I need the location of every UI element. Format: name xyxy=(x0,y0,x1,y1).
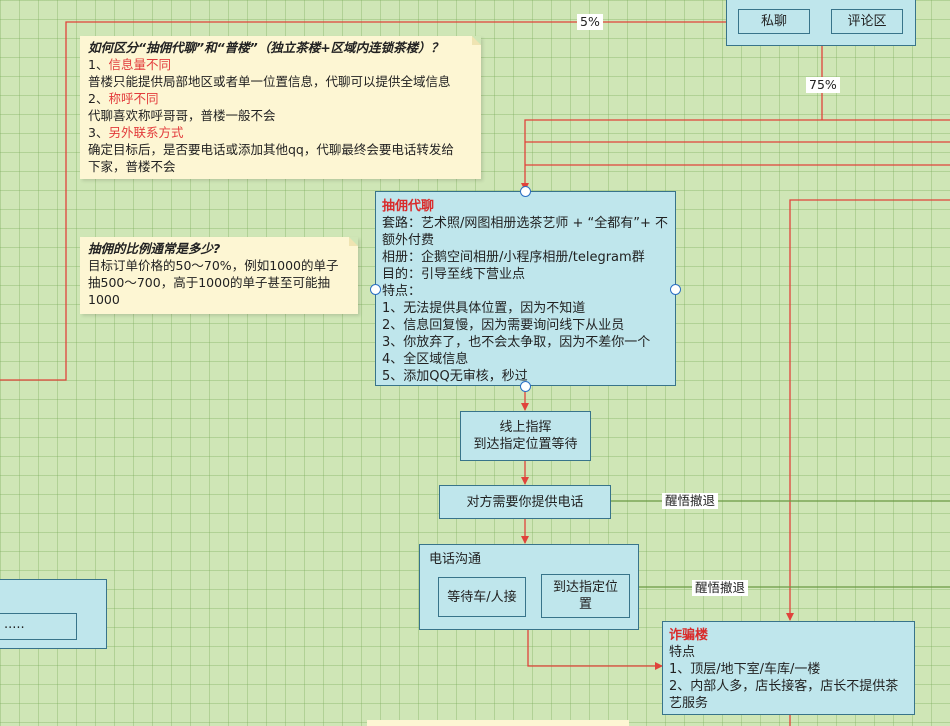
note-ratio: 抽佣的比例通常是多少? 目标订单价格的50～70%，例如1000的单子 抽500… xyxy=(80,237,358,314)
handle-bottom[interactable] xyxy=(520,381,531,392)
handle-right[interactable] xyxy=(670,284,681,295)
fraud-line-1: 1、顶层/地下室/车库/一楼 xyxy=(669,662,821,677)
wire-left-loop xyxy=(0,21,726,381)
phone-comm-box[interactable]: 电话沟通 等待车/人接 到达指定位 置 xyxy=(419,544,639,630)
fraud-line-3: 艺服务 xyxy=(669,696,709,711)
channel-box: 私聊 评论区 xyxy=(726,0,916,46)
wait-car-node[interactable]: 等待车/人接 xyxy=(438,577,526,617)
point-3-title: 另外联系方式 xyxy=(108,125,184,140)
arrive-line-1: 到达指定位 xyxy=(552,580,618,595)
note-point-1: 1、信息量不同 xyxy=(88,56,473,73)
commission-agent-box[interactable]: 抽佣代聊 套路：艺术照/网图相册选茶艺师 + “全都有”+ 不 额外付费 相册：… xyxy=(375,191,676,386)
phone-request-box[interactable]: 对方需要你提供电话 xyxy=(439,485,611,519)
commission-line-8: 3、你放弃了，也不会太争取，因为不差你一个 xyxy=(382,335,651,350)
note-ratio-line-2: 抽500～700，高于1000的单子甚至可能抽 xyxy=(88,275,331,290)
commission-line-3: 相册：企鹅空间相册/小程序相册/telegram群 xyxy=(382,250,645,265)
online-command-box[interactable]: 线上指挥 到达指定位置等待 xyxy=(460,411,591,461)
arrive-location-node[interactable]: 到达指定位 置 xyxy=(541,574,630,618)
point-1-title: 信息量不同 xyxy=(108,57,171,72)
commission-line-6: 1、无法提供具体位置，因为不知道 xyxy=(382,301,586,316)
note-distinguish-title: 如何区分“抽佣代聊”和“普楼”（独立茶楼+区域内连锁茶楼）？ xyxy=(88,40,444,55)
online-line-1: 线上指挥 xyxy=(499,420,552,435)
commission-line-5: 特点： xyxy=(382,284,422,299)
note-ratio-title: 抽佣的比例通常是多少? xyxy=(88,241,221,256)
left-inner-node: ..... xyxy=(0,613,77,640)
private-chat-node: 私聊 xyxy=(738,9,810,34)
bottom-partial-note xyxy=(367,720,629,726)
arrive-line-2: 置 xyxy=(578,597,592,612)
wire-to-commission xyxy=(524,119,950,190)
point-2-num: 2、 xyxy=(88,91,109,106)
edge-label-retreat-1: 醒悟撤退 xyxy=(662,493,719,509)
note-point-3: 3、另外联系方式 xyxy=(88,124,473,141)
fraud-building-box[interactable]: 诈骗楼 特点 1、顶层/地下室/车库/一楼 2、内部人多，店长接客，店长不提供茶… xyxy=(662,621,915,715)
note-ratio-line-1: 目标订单价格的50～70%，例如1000的单子 xyxy=(88,258,339,273)
point-3-text-1: 确定目标后，是否要电话或添加其他qq，代聊最终会要电话转发给 xyxy=(88,142,454,157)
edge-label-retreat-2: 醒悟撤退 xyxy=(692,580,749,596)
edge-label-5pct: 5% xyxy=(577,14,603,30)
fraud-feature: 特点 xyxy=(669,645,696,660)
comment-area-node: 评论区 xyxy=(831,9,903,34)
wire-to-fraud xyxy=(789,199,950,620)
point-3-text-2: 下家，普楼不会 xyxy=(88,159,176,174)
handle-top[interactable] xyxy=(520,186,531,197)
edge-label-75pct: 75% xyxy=(806,77,840,93)
wire-comm-fraud xyxy=(527,630,662,667)
online-line-2: 到达指定位置等待 xyxy=(473,437,578,452)
commission-line-7: 2、信息回复慢，因为需要询问线下从业员 xyxy=(382,318,625,333)
commission-title: 抽佣代聊 xyxy=(382,199,435,214)
commission-line-1: 套路：艺术照/网图相册选茶艺师 + “全都有”+ 不 xyxy=(382,216,669,231)
point-2-text: 代聊喜欢称呼哥哥，普楼一般不会 xyxy=(88,108,276,123)
fraud-title: 诈骗楼 xyxy=(669,628,709,643)
commission-line-4: 目的：引导至线下营业点 xyxy=(382,267,526,282)
phone-comm-title: 电话沟通 xyxy=(429,552,482,567)
point-1-num: 1、 xyxy=(88,57,109,72)
fraud-line-2: 2、内部人多，店长接客，店长不提供茶 xyxy=(669,679,899,694)
commission-line-2: 额外付费 xyxy=(382,233,435,248)
left-ellipsis: ..... xyxy=(4,617,25,632)
handle-left[interactable] xyxy=(370,284,381,295)
point-3-num: 3、 xyxy=(88,125,109,140)
left-partial-box: ..... xyxy=(0,579,107,649)
commission-line-10: 5、添加QQ无审核，秒过 xyxy=(382,369,528,384)
point-2-title: 称呼不同 xyxy=(108,91,159,106)
note-distinguish: 如何区分“抽佣代聊”和“普楼”（独立茶楼+区域内连锁茶楼）？ 1、信息量不同 普… xyxy=(80,36,481,179)
note-ratio-line-3: 1000 xyxy=(88,292,120,307)
commission-line-9: 4、全区域信息 xyxy=(382,352,469,367)
point-1-text: 普楼只能提供局部地区或者单一位置信息，代聊可以提供全域信息 xyxy=(88,74,451,89)
note-point-2: 2、称呼不同 xyxy=(88,90,473,107)
